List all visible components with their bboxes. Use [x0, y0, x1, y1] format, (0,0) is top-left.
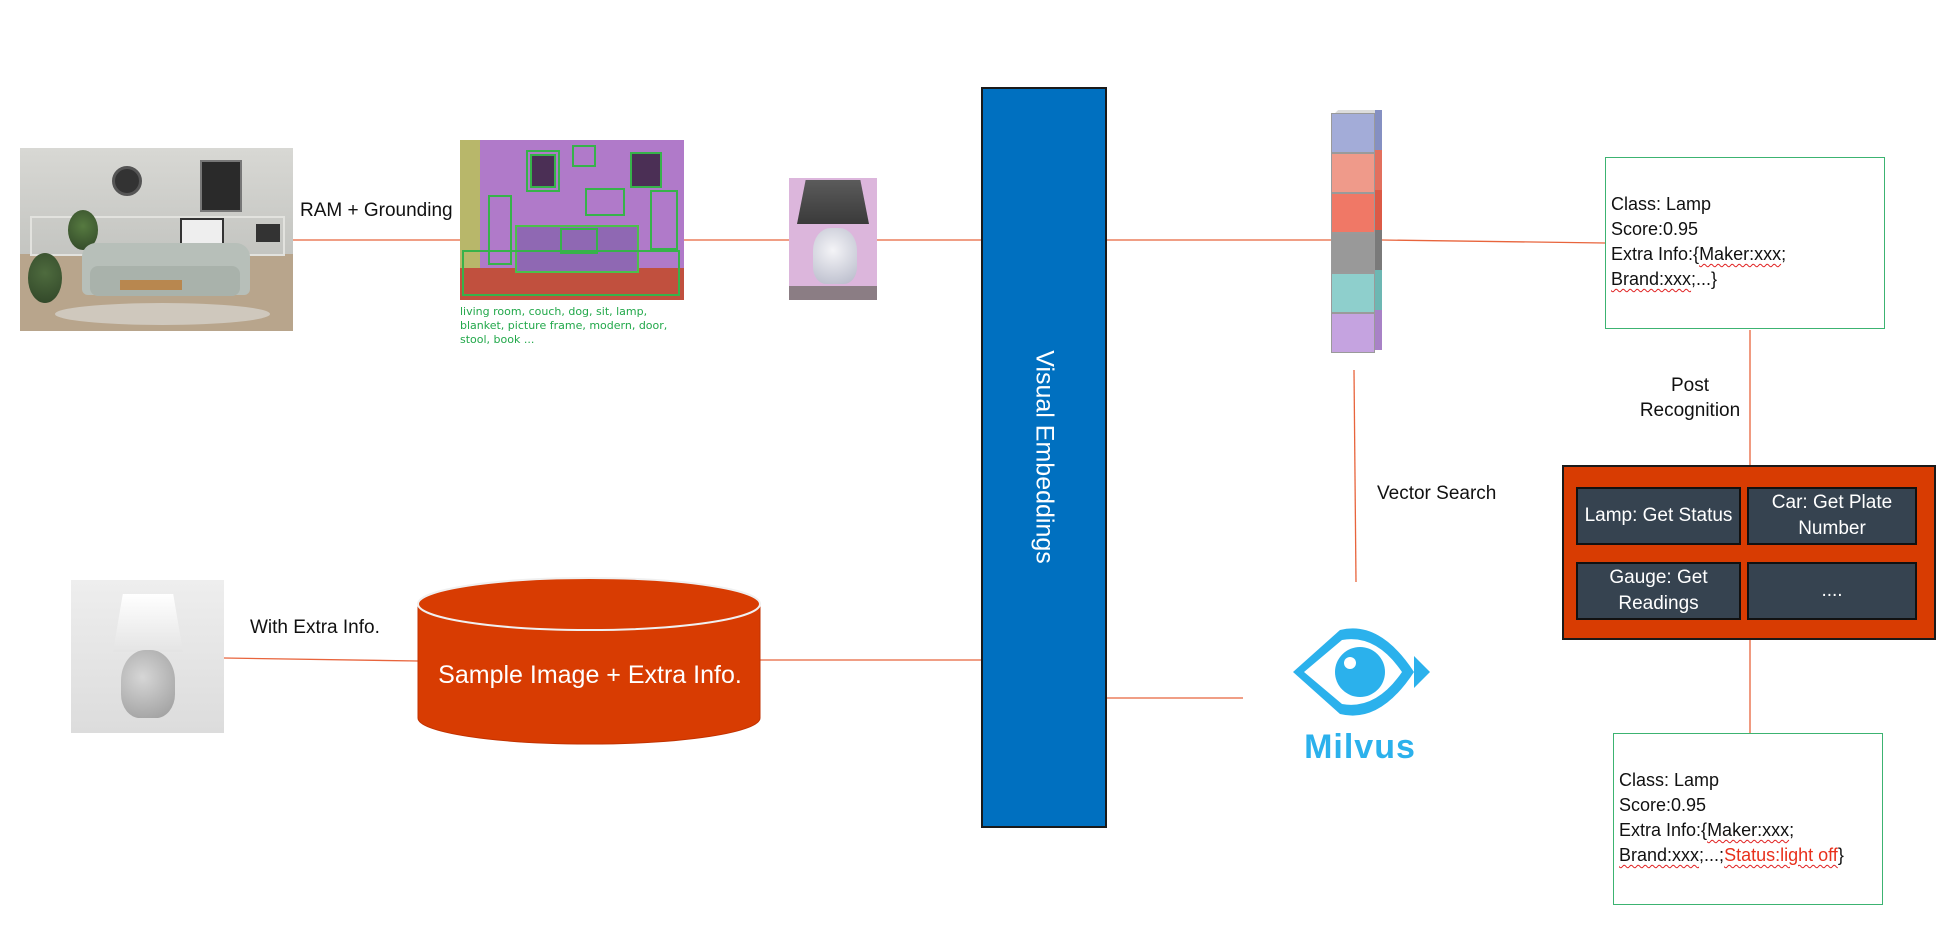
final-extra-info-cont: Brand:xxx;...;Status:light off}	[1619, 845, 1844, 865]
sample-lamp-image	[71, 580, 224, 733]
vector-cell	[1331, 273, 1375, 313]
connector-vector-to-milvus	[1353, 369, 1357, 583]
living-room-image	[20, 148, 293, 331]
picture-frame	[200, 160, 242, 212]
lamp-crop-image	[789, 178, 877, 300]
connector-vector-to-result	[1381, 239, 1606, 244]
ram-grounding-label: RAM + Grounding	[300, 200, 453, 221]
visual-embeddings-block	[981, 87, 1107, 828]
action-car-get-plate-number: Car: Get Plate Number	[1747, 487, 1917, 545]
vector-cell	[1331, 193, 1375, 233]
vector-cell	[1331, 233, 1375, 273]
eye-logo-icon	[1293, 628, 1430, 716]
final-result-box: Class: Lamp Score:0.95 Extra Info:{Maker…	[1613, 733, 1883, 905]
result-score: Score:0.95	[1611, 219, 1699, 239]
post-recognition-panel: Lamp: Get Status Car: Get Plate Number G…	[1562, 465, 1936, 640]
visual-embeddings-label: Visual Embeddings	[1030, 350, 1059, 564]
vector-search-label: Vector Search	[1377, 483, 1497, 504]
sample-database-cylinder	[417, 577, 761, 745]
grounding-result-image	[460, 140, 684, 300]
result-extra-info-cont: Brand:xxx;...}	[1611, 269, 1718, 289]
result-extra-info: Extra Info:{Maker:xxx;	[1611, 244, 1787, 264]
action-more: ....	[1747, 562, 1917, 620]
action-gauge-get-readings: Gauge: Get Readings	[1576, 562, 1741, 620]
vector-cell	[1331, 153, 1375, 193]
sample-image-db-label: Sample Image + Extra Info.	[438, 661, 742, 689]
milvus-wordmark: Milvus	[1304, 728, 1416, 766]
with-extra-info-label: With Extra Info.	[250, 617, 380, 638]
result-class: Class: Lamp	[1611, 194, 1712, 214]
grounding-caption: living room, couch, dog, sit, lamp, blan…	[460, 305, 668, 346]
post-recognition-label: Post Recognition	[1639, 375, 1741, 421]
recognition-result-box: Class: Lamp Score:0.95 Extra Info:{Maker…	[1605, 157, 1885, 329]
vector-cell	[1331, 313, 1375, 353]
wall-clock	[112, 166, 142, 196]
final-status: Status:light off	[1724, 845, 1838, 865]
connector-sample-to-db	[223, 657, 419, 662]
final-extra-info: Extra Info:{Maker:xxx;	[1619, 820, 1795, 840]
vector-cell	[1331, 113, 1375, 153]
action-lamp-get-status: Lamp: Get Status	[1576, 487, 1741, 545]
final-score: Score:0.95	[1619, 795, 1707, 815]
final-class: Class: Lamp	[1619, 770, 1720, 790]
lamp	[256, 224, 280, 242]
